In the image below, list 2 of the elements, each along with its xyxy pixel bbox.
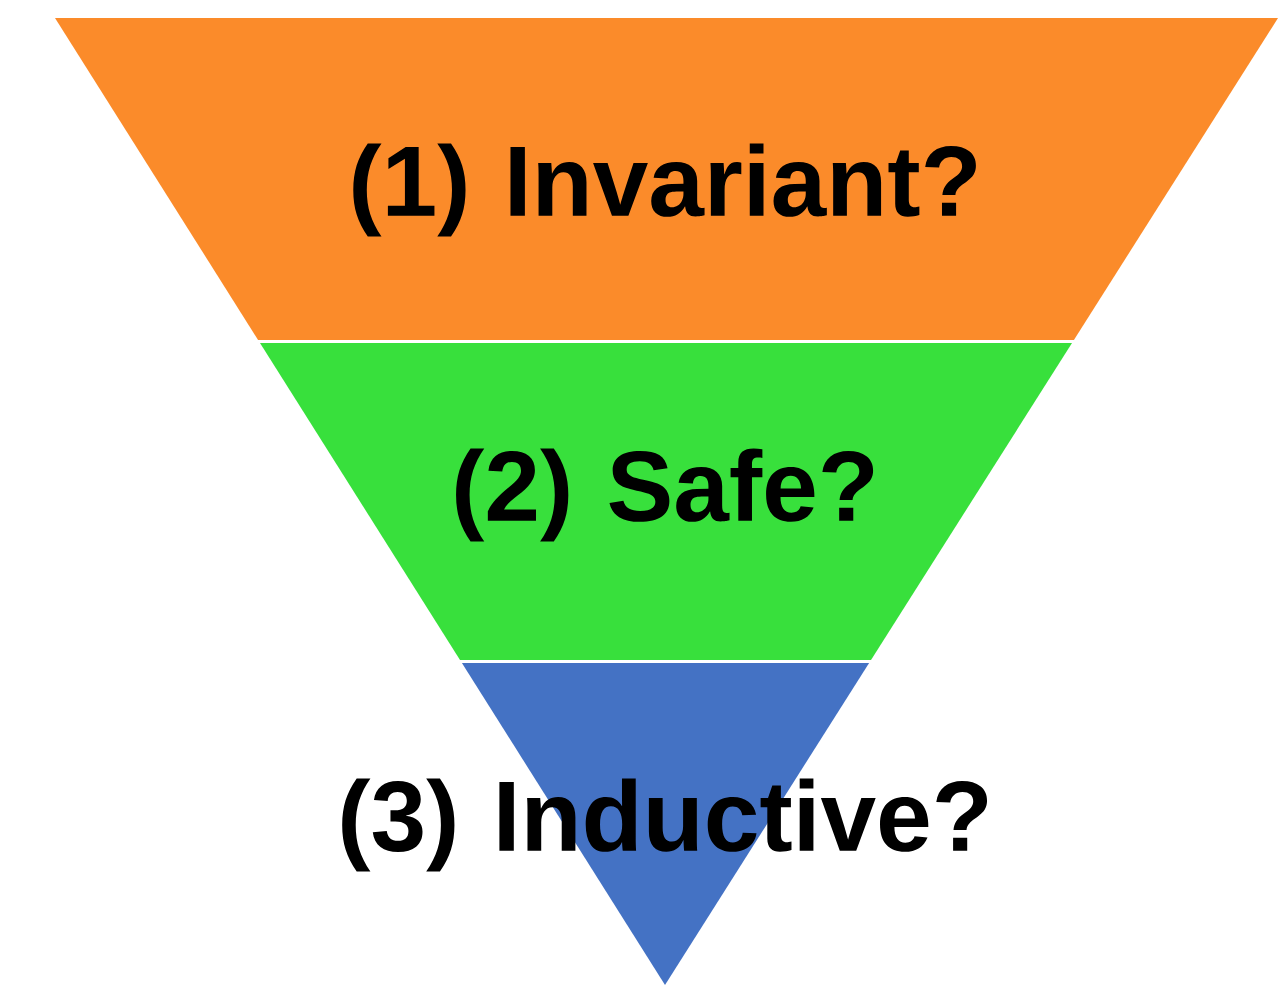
funnel-band: (1) Invariant? — [55, 18, 1278, 340]
funnel-band: (2) Safe? — [260, 343, 1072, 660]
